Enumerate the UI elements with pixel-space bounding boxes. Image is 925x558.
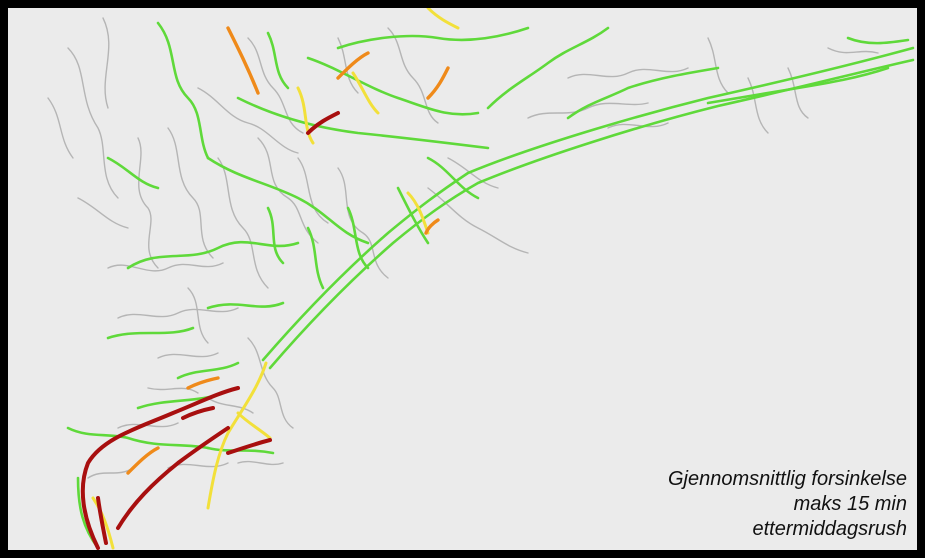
caption-line-title: Gjennomsnittlig forsinkelse [668, 468, 907, 490]
low-delay-roads [66, 21, 915, 550]
minor-road-network [47, 17, 879, 479]
moderate-delay-roads [91, 8, 460, 550]
traffic-delay-map[interactable] [8, 8, 917, 550]
severe-delay-roads [80, 111, 340, 550]
caption-line-limit: maks 15 min [793, 493, 907, 515]
caption-line-period: ettermiddagsrush [752, 518, 907, 540]
map-caption: Gjennomsnittlig forsinkelse maks 15 min … [668, 467, 907, 542]
high-delay-roads [126, 26, 450, 475]
map-frame: Gjennomsnittlig forsinkelse maks 15 min … [8, 8, 917, 550]
